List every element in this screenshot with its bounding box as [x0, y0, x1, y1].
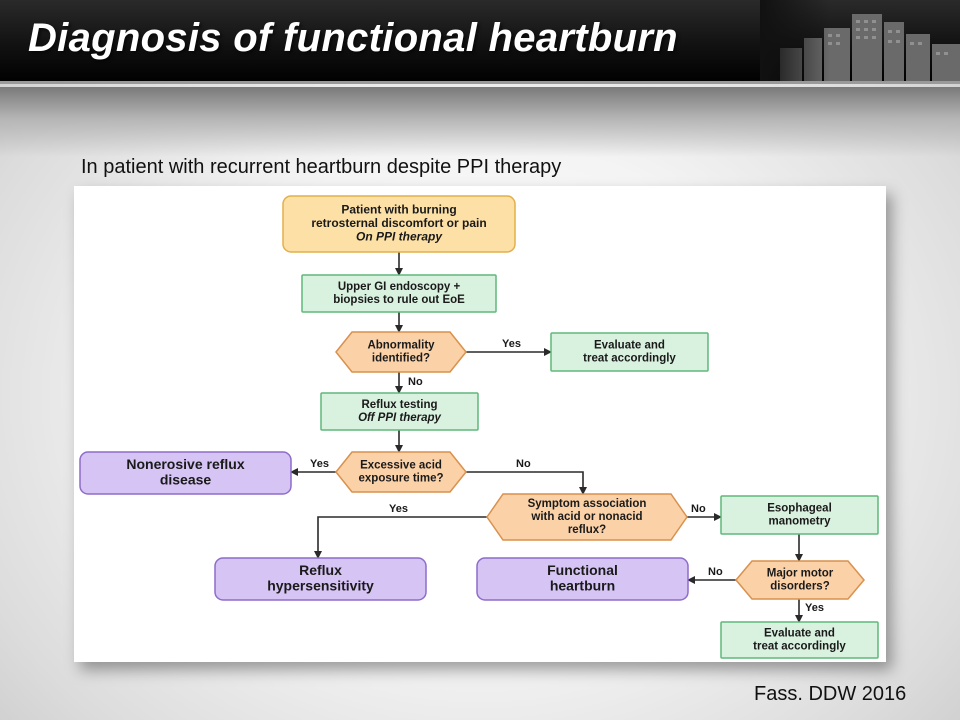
process-box [301, 274, 497, 313]
edge-label-no: No [691, 503, 706, 515]
process-box [720, 495, 879, 535]
node-text-line: disease [160, 471, 212, 487]
flow-arrow [314, 516, 487, 559]
edge-label-no: No [708, 566, 723, 578]
node-endoscopy: Upper GI endoscopy +biopsies to rule out… [301, 274, 497, 313]
edge-label-no: No [408, 376, 423, 388]
start-box [282, 195, 516, 253]
node-text-line: Reflux [299, 562, 342, 578]
node-text-line: Off PPI therapy [358, 412, 441, 424]
decision-shape [335, 331, 467, 373]
node-text-line: disorders? [770, 580, 829, 592]
outcome-box [476, 557, 689, 601]
title-bar: Diagnosis of functional heartburn [0, 0, 960, 84]
city-skyline-image [760, 0, 960, 84]
node-text-line: Upper GI endoscopy + [338, 281, 461, 293]
decision-shape [735, 560, 865, 600]
node-text-line: On PPI therapy [356, 230, 443, 244]
flow-arrow [466, 471, 587, 495]
node-text-line: Excessive acid [360, 460, 442, 472]
node-text-line: Nonerosive reflux [126, 456, 244, 472]
decision-shape [486, 493, 688, 541]
node-text-line: heartburn [550, 577, 615, 593]
edge-label-yes: Yes [502, 338, 521, 350]
node-text-line: Esophageal [767, 503, 832, 515]
process-box [720, 621, 879, 659]
node-text-line: Symptom association [528, 498, 647, 510]
edge-label-yes: Yes [389, 503, 408, 515]
outcome-box [214, 557, 427, 601]
node-text-line: Major motor [767, 568, 834, 580]
node-text-line: manometry [769, 515, 832, 527]
slide-title: Diagnosis of functional heartburn [28, 16, 678, 60]
node-text-line: treat accordingly [753, 640, 846, 652]
edge-label-yes: Yes [805, 602, 824, 614]
node-text-line: reflux? [568, 524, 606, 536]
node-text-line: Reflux testing [361, 399, 437, 411]
node-text-line: Patient with burning [341, 203, 456, 217]
node-text-line: Abnormality [367, 340, 435, 352]
edge-label-no: No [516, 458, 531, 470]
node-text-line: retrosternal discomfort or pain [311, 216, 486, 230]
process-box [320, 392, 479, 431]
node-text-line: Functional [547, 562, 618, 578]
process-box [550, 332, 709, 372]
node-text-line: with acid or nonacid [530, 511, 642, 523]
node-text-line: Evaluate and [764, 628, 835, 640]
node-text-line: exposure time? [359, 472, 444, 484]
node-text-line: identified? [372, 352, 430, 364]
citation: Fass. DDW 2016 [754, 683, 907, 705]
node-text-line: treat accordingly [583, 352, 676, 364]
header-gradient-band [0, 87, 960, 157]
decision-shape [335, 451, 467, 493]
slide-subtitle: In patient with recurrent heartburn desp… [81, 156, 562, 178]
edge-label-yes: Yes [310, 458, 329, 470]
node-text-line: biopsies to rule out EoE [333, 294, 465, 306]
node-text-line: hypersensitivity [267, 577, 374, 593]
node-text-line: Evaluate and [594, 340, 665, 352]
outcome-box [79, 451, 292, 495]
